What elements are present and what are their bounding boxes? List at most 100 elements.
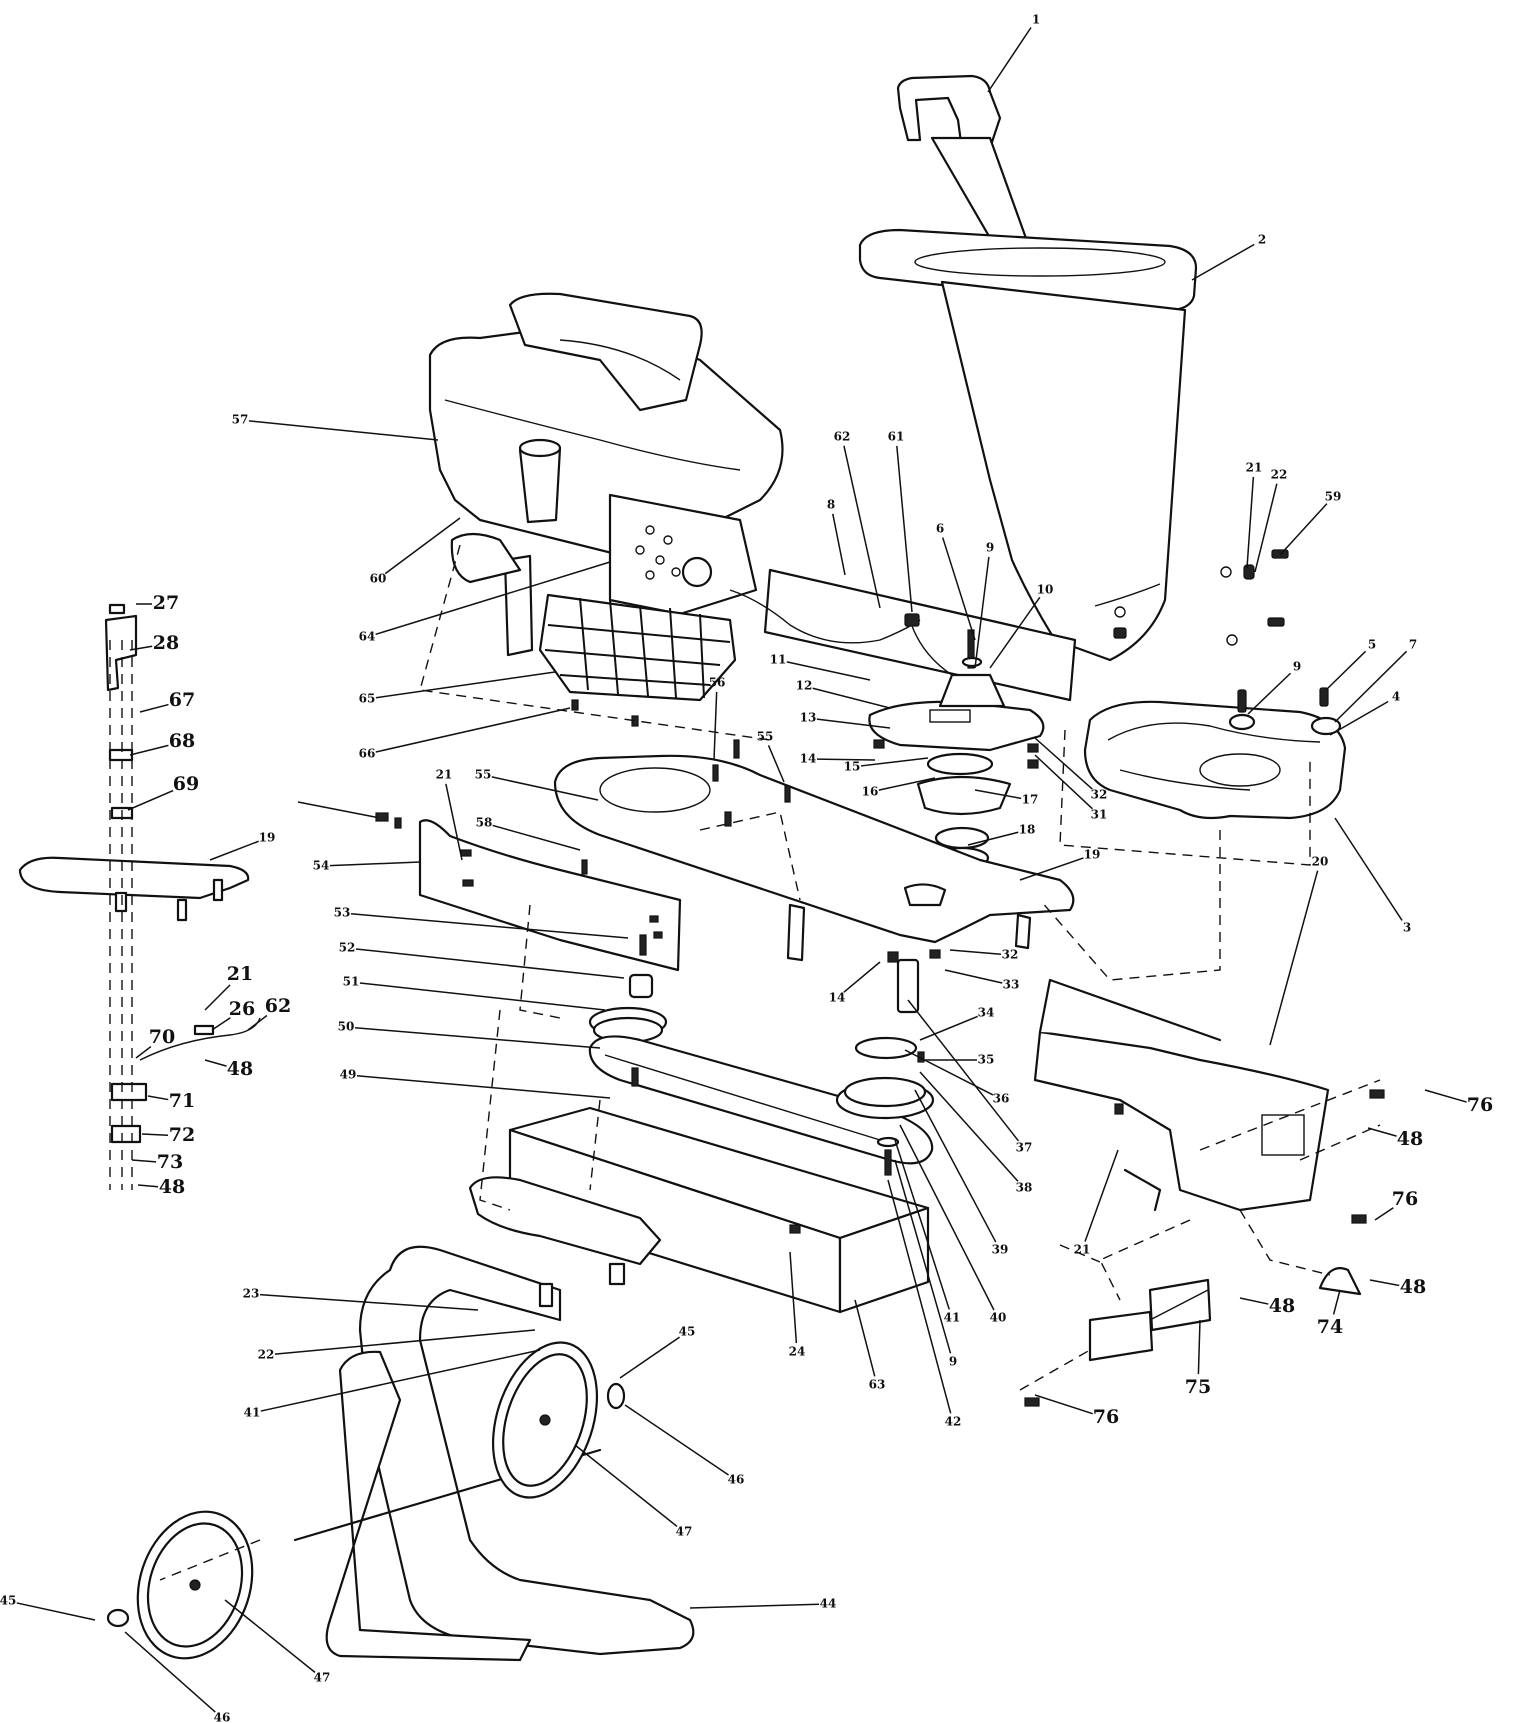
part-callout-p69: 69 xyxy=(127,773,199,811)
part-callout-p14b: 14 xyxy=(829,961,881,1005)
leader-line-p38 xyxy=(919,1071,1019,1182)
leader-line-p58 xyxy=(492,824,581,851)
part-callout-p33: 33 xyxy=(944,969,1019,992)
part-callout-p59: 59 xyxy=(1279,490,1342,556)
part-callout-p18: 18 xyxy=(967,823,1035,846)
part-callout-p48b: 48 xyxy=(1369,1276,1426,1298)
part-label-p13: 13 xyxy=(800,711,817,725)
part-label-p49: 49 xyxy=(340,1068,357,1082)
leader-line-p21c xyxy=(1084,1149,1119,1242)
leader-line-p52 xyxy=(355,948,625,979)
part-label-p66: 66 xyxy=(359,747,376,761)
part-label-p50: 50 xyxy=(338,1020,355,1034)
part-callout-p13: 13 xyxy=(800,711,891,729)
part-callout-p9b: 9 xyxy=(974,541,994,669)
part-callout-p54: 54 xyxy=(313,859,421,873)
part-callout-p22b: 22 xyxy=(258,1329,536,1362)
leader-line-p76b xyxy=(1374,1207,1394,1221)
part-callout-p21b: 21 xyxy=(436,768,463,861)
part-callout-p71: 71 xyxy=(147,1090,195,1112)
leader-line-p46a xyxy=(624,1404,729,1476)
leader-line-p19b xyxy=(209,840,259,861)
part-callout-p75: 75 xyxy=(1185,1319,1211,1398)
part-label-p35: 35 xyxy=(978,1053,995,1067)
part-callout-p47b: 47 xyxy=(224,1599,330,1685)
part-callout-p56: 56 xyxy=(709,676,725,761)
leader-line-p21d xyxy=(204,984,231,1011)
part-label-p23: 23 xyxy=(243,1287,260,1301)
part-label-p61: 61 xyxy=(888,430,905,444)
part-label-p76a: 76 xyxy=(1467,1094,1493,1116)
part-callout-p66: 66 xyxy=(359,707,571,761)
part-label-p28: 28 xyxy=(153,632,179,654)
part-callout-p42: 42 xyxy=(887,1179,961,1429)
small-fasteners xyxy=(297,739,1385,1407)
leader-line-p46b xyxy=(124,1631,216,1713)
part-callout-p7: 7 xyxy=(1334,638,1417,723)
part-callout-p6: 6 xyxy=(936,522,976,641)
part-label-p12: 12 xyxy=(796,679,813,693)
part-callout-p67: 67 xyxy=(139,689,195,713)
part-callout-p14a: 14 xyxy=(800,752,876,766)
part-callout-p32a: 32 xyxy=(1034,737,1107,802)
part-callout-p48d: 48 xyxy=(204,1058,253,1080)
leader-line-p10 xyxy=(989,596,1041,669)
part-callout-p70: 70 xyxy=(135,1026,175,1059)
part-callout-p37: 37 xyxy=(907,999,1033,1155)
part-label-p65: 65 xyxy=(359,692,376,706)
drive-pulleys-and-belt xyxy=(588,951,935,1176)
part-label-p62b: 62 xyxy=(265,995,291,1017)
part-callout-p53: 53 xyxy=(334,906,629,939)
part-label-p8: 8 xyxy=(827,498,835,512)
part-callout-p45a: 45 xyxy=(619,1325,695,1379)
part-label-p46a: 46 xyxy=(728,1473,745,1487)
leader-line-p23 xyxy=(259,1293,479,1311)
main-chassis-plate xyxy=(553,754,1075,962)
part-callout-p36: 36 xyxy=(904,1049,1009,1106)
leader-line-p65 xyxy=(375,671,556,699)
leader-line-p63 xyxy=(854,1299,876,1377)
leader-line-p48a xyxy=(1367,1127,1397,1137)
part-callout-p62b: 62 xyxy=(247,995,291,1031)
leader-line-p21a xyxy=(1246,476,1255,569)
part-callout-p48a: 48 xyxy=(1367,1127,1423,1150)
leader-line-p41b xyxy=(260,1349,541,1412)
part-label-p53: 53 xyxy=(334,906,351,920)
part-label-p76c: 76 xyxy=(1093,1406,1119,1428)
part-callout-p2: 2 xyxy=(1191,233,1266,281)
part-callout-p65: 65 xyxy=(359,671,556,706)
leader-line-p9a xyxy=(1247,672,1292,715)
rear-shield-plate xyxy=(729,568,1077,702)
part-callout-p17: 17 xyxy=(974,789,1039,807)
part-label-p47a: 47 xyxy=(676,1525,693,1539)
part-callout-p62a: 62 xyxy=(834,430,881,609)
leader-line-p40 xyxy=(899,1124,995,1311)
leader-line-p48d xyxy=(204,1059,227,1067)
part-label-p37: 37 xyxy=(1016,1141,1033,1155)
part-label-p76b: 76 xyxy=(1392,1188,1418,1210)
part-label-p24: 24 xyxy=(789,1345,806,1359)
leader-line-p60 xyxy=(384,517,461,575)
part-label-p19a: 19 xyxy=(1084,848,1101,862)
part-label-p57: 57 xyxy=(232,413,249,427)
part-label-p59: 59 xyxy=(1325,490,1342,504)
part-label-p32b: 32 xyxy=(1002,948,1019,962)
part-label-p5: 5 xyxy=(1368,638,1376,652)
leader-line-p22b xyxy=(274,1329,536,1355)
leader-line-p48b xyxy=(1369,1279,1400,1287)
leader-line-p24 xyxy=(789,1251,798,1344)
leader-line-p76c xyxy=(1034,1394,1093,1415)
part-label-p17: 17 xyxy=(1022,793,1039,807)
leader-line-p66 xyxy=(375,707,571,753)
part-label-p55b: 55 xyxy=(475,768,492,782)
part-label-p15: 15 xyxy=(844,760,861,774)
part-label-p16: 16 xyxy=(862,785,879,799)
part-label-p48e: 48 xyxy=(159,1176,185,1198)
part-callout-p44: 44 xyxy=(689,1597,836,1611)
part-callout-p9a: 9 xyxy=(1247,660,1301,715)
part-label-p4: 4 xyxy=(1392,690,1400,704)
part-callout-p41a: 41 xyxy=(894,1139,960,1325)
part-label-p64: 64 xyxy=(359,630,376,644)
part-callout-p52: 52 xyxy=(339,941,625,979)
